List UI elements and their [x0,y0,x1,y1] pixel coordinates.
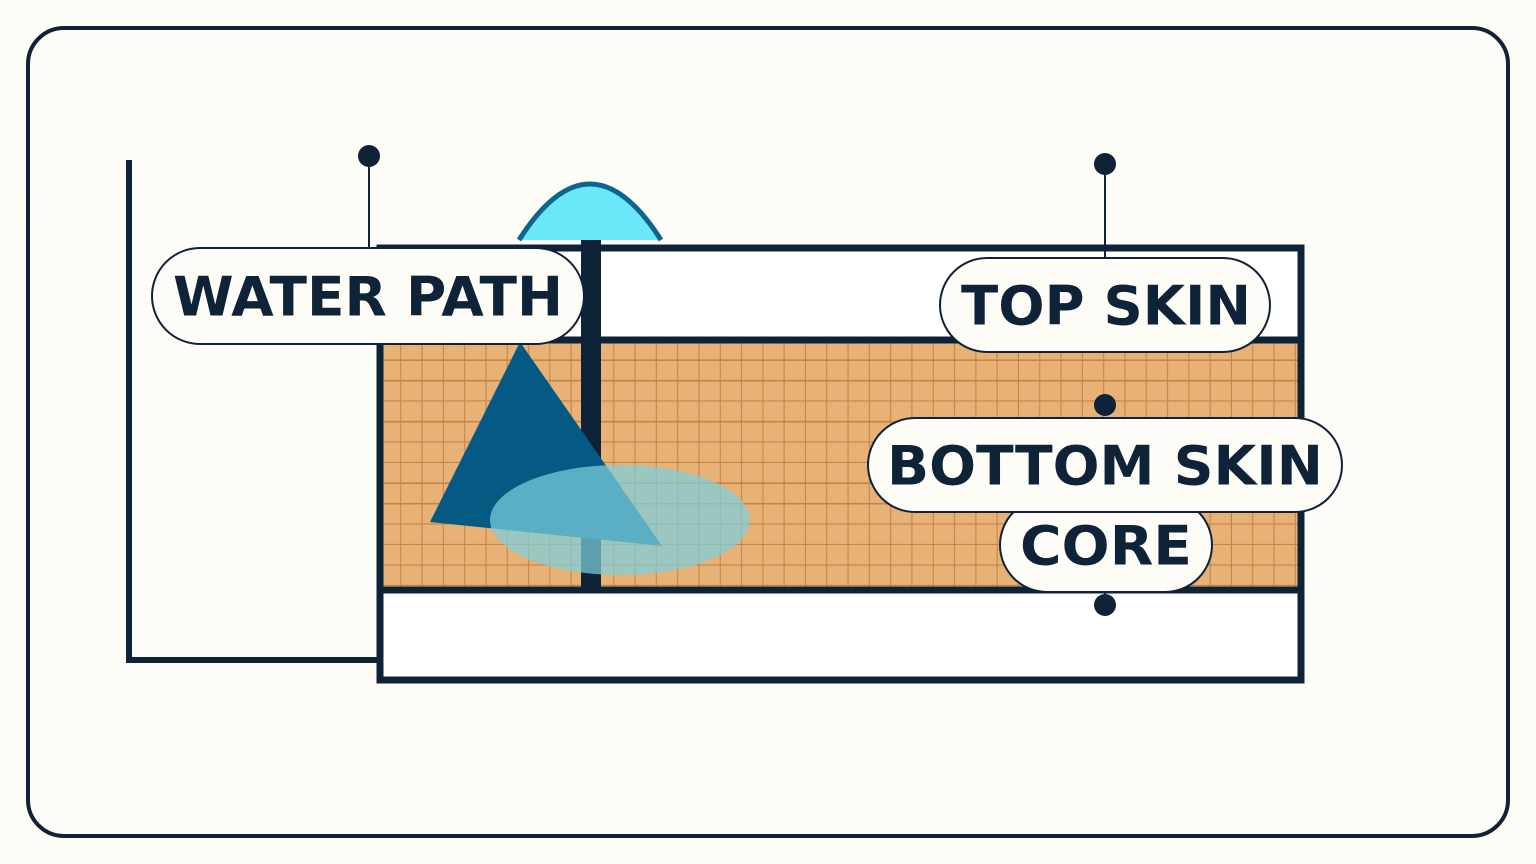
top-skin-label-pill [939,257,1271,353]
bottom-skin-label-text: BOTTOM SKIN [887,435,1323,498]
core-leader-dot [1094,594,1116,616]
water-path-label-pill [151,247,585,345]
top-skin-leader-dot [1094,153,1116,175]
water-path-label: WATER PATH [151,247,585,345]
bottom-skin-label: BOTTOM SKIN [867,417,1343,513]
support-bracket [126,160,380,663]
bottom-skin-layer [376,586,1305,684]
top-skin-label-text: TOP SKIN [961,275,1251,338]
core-label-text: CORE [1020,515,1192,578]
water-path-label-text: WATER PATH [173,266,563,329]
top-skin-label: TOP SKIN [939,257,1271,353]
bottom-skin-label-pill [867,417,1343,513]
dome-cap-outline [516,181,664,242]
water-path-leader-dot [358,145,380,167]
core-label: CORE [999,497,1213,593]
water-spread-zone [490,465,750,575]
bottom-skin-leader-dot [1094,394,1116,416]
